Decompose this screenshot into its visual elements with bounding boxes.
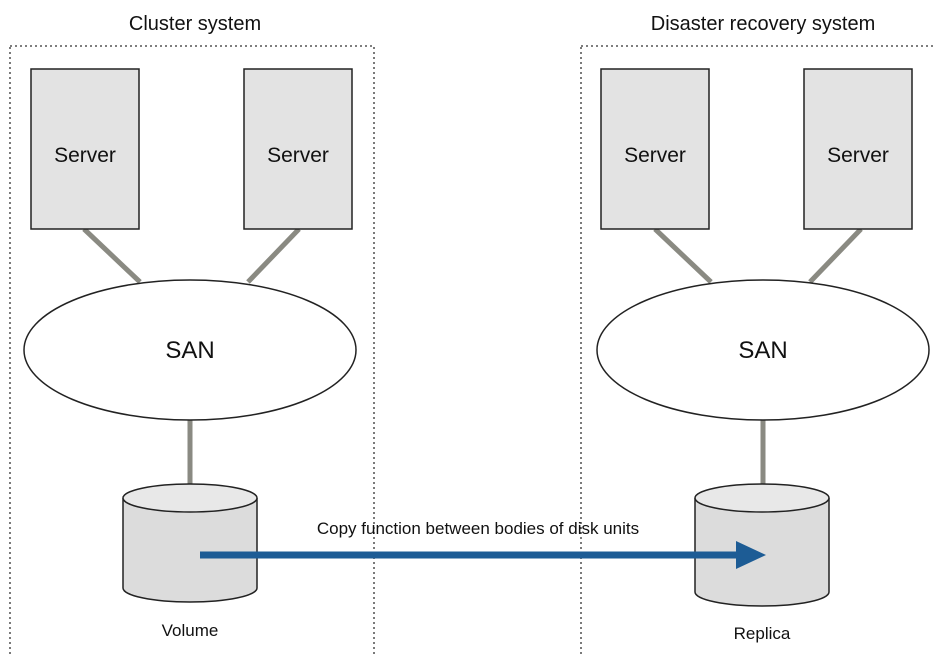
dr-server-right: Server xyxy=(803,68,913,230)
volume-disk: Volume xyxy=(122,483,258,640)
server-label: Server xyxy=(267,144,329,167)
cluster-server-right: Server xyxy=(243,68,353,230)
server-label: Server xyxy=(624,144,686,167)
cluster-server-left: Server xyxy=(30,68,140,230)
cluster-system-boundary xyxy=(9,45,375,656)
dr-system-boundary xyxy=(580,45,933,656)
cluster-san: SAN xyxy=(23,279,357,421)
cluster-system-title: Cluster system xyxy=(129,13,261,35)
copy-function-label: Copy function between bodies of disk uni… xyxy=(317,519,639,538)
san-label: SAN xyxy=(738,337,787,364)
volume-label: Volume xyxy=(162,621,219,640)
server-label: Server xyxy=(54,144,116,167)
dr-san: SAN xyxy=(596,279,930,421)
dr-server-left: Server xyxy=(600,68,710,230)
connector-cluster-server-right-san xyxy=(246,227,301,284)
server-label: Server xyxy=(827,144,889,167)
replica-disk: Replica xyxy=(694,483,830,643)
connector-dr-server-left-san xyxy=(653,227,713,284)
dr-system-title: Disaster recovery system xyxy=(651,13,876,35)
san-label: SAN xyxy=(165,337,214,364)
connector-dr-server-right-san xyxy=(808,227,863,284)
replica-label: Replica xyxy=(734,624,791,643)
connector-cluster-server-left-san xyxy=(82,227,142,284)
copy-arrow xyxy=(200,541,766,569)
